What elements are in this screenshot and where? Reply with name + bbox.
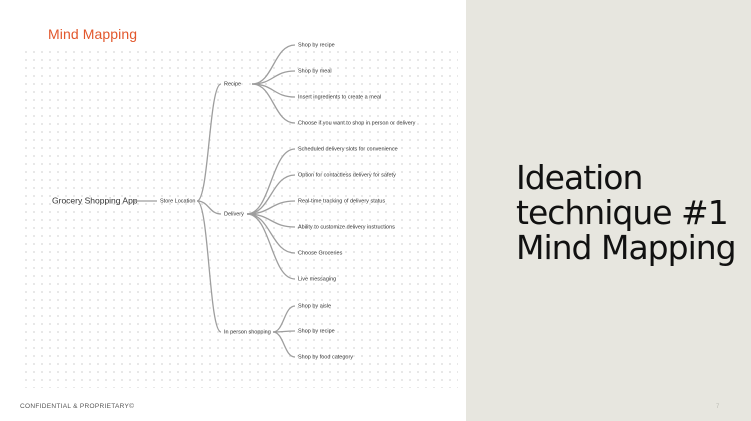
branch-child-connector [246, 174, 296, 215]
leaf-node-label: Shop by recipe [298, 42, 335, 48]
hub-branch-connector [196, 200, 222, 333]
leaf-node-label: Shop by meal [298, 68, 332, 74]
leaf-node-label: Shop by recipe [298, 328, 335, 334]
leaf-node-label: Live messaging [298, 276, 336, 282]
branch-child-connector [272, 305, 296, 333]
branch-child-connector [246, 213, 296, 280]
branch-child-connector [246, 148, 296, 215]
leaf-node-label: Scheduled delivery slots for convenience [298, 146, 398, 152]
hub-branch-connector [196, 200, 222, 215]
mind-map-title: Mind Mapping [48, 26, 138, 42]
title-panel [466, 0, 751, 421]
branch-child-connector [251, 83, 296, 124]
dot-grid-background [22, 48, 458, 388]
leaf-node-label: Ability to customize delivery instructio… [298, 224, 395, 230]
slide-title-line-3: Mind Mapping [516, 228, 737, 267]
branch-node-label: In person shopping [224, 329, 271, 335]
page-number: 7 [716, 404, 720, 410]
leaf-node-label: Insert ingredients to create a meal [298, 94, 381, 100]
hub-node-label: Store Location [160, 198, 195, 204]
branch-child-connector [246, 213, 296, 254]
mind-map-panel: Mind Mapping Grocery Shopping App Store L… [20, 26, 458, 410]
leaf-node-label: Shop by food category [298, 354, 353, 360]
confidential-footer: CONFIDENTIAL & PROPRIETARY© [20, 403, 135, 410]
root-node-label: Grocery Shopping App [52, 195, 138, 205]
branch-child-connector [251, 44, 296, 85]
slide-title-line-1: Ideation [516, 158, 643, 197]
leaf-node-label: Choose if you want to shop in person or … [298, 120, 416, 126]
leaf-node-label: Option for contactless delivery for safe… [298, 172, 396, 178]
hub-branch-connector [196, 83, 222, 202]
leaf-node-label: Real-time tracking of delivery status [298, 198, 385, 204]
slide-title: Ideation technique #1 Mind Mapping [516, 158, 737, 267]
branch-child-connector [272, 331, 296, 358]
branch-node-label: Delivery [224, 211, 244, 217]
slide-title-line-2: technique #1 [516, 193, 729, 232]
branch-node-label: Recipe [224, 81, 241, 87]
leaf-node-label: Shop by aisle [298, 303, 331, 309]
mind-map-diagram: Grocery Shopping App Store Location Recipe… [52, 42, 416, 360]
leaf-node-label: Choose Groceries [298, 250, 343, 256]
